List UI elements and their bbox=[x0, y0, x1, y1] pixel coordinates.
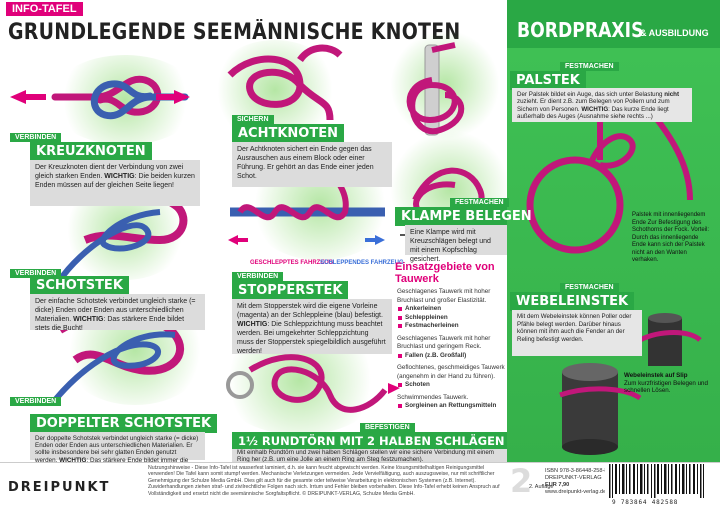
schotstek-text: Der einfache Schotstek verbindet ungleic… bbox=[30, 294, 205, 332]
barcode bbox=[605, 464, 715, 508]
einsatz-title: Einsatzgebiete von Tauwerk bbox=[395, 261, 495, 285]
schotstek-title: SCHOTSTEK bbox=[30, 276, 129, 295]
page-title: GRUNDLEGENDE SEEMÄNNISCHE KNOTEN bbox=[8, 20, 461, 45]
einsatz-group: Schwimmendes Tauwerk. Sorgleinen an Rett… bbox=[397, 394, 507, 411]
einsatz-list: Geschlagenes Tauwerk mit hoher Bruchlast… bbox=[397, 288, 507, 415]
isbn-block: ISBN 978-3-86448-258-8 DREIPUNKT-VERLAG … bbox=[545, 468, 608, 496]
schotstek-tag: VERBINDEN bbox=[10, 269, 62, 278]
price: EUR 7,90 bbox=[545, 482, 570, 488]
klampe-tag: FESTMACHEN bbox=[450, 198, 509, 207]
publisher-logo: DREIPUNKT bbox=[8, 480, 111, 495]
einsatz-item: Ankerleinen bbox=[397, 305, 507, 314]
side-subtitle: & AUSBILDUNG bbox=[640, 28, 709, 38]
palstek-text: Der Palstek bildet ein Auge, das sich un… bbox=[512, 88, 692, 122]
rundtoern-text: Mit einhalb Rundtörn und zwei halben Sch… bbox=[232, 449, 507, 463]
einsatz-item: Schleppleinen bbox=[397, 314, 507, 323]
publisher-name: DREIPUNKT-VERLAG bbox=[545, 475, 602, 481]
webeleinstek-side-note-title: Webeleinstek auf Slip bbox=[624, 372, 688, 379]
rundtoern-tag: BEFESTIGEN bbox=[360, 423, 415, 432]
einsatz-group: Geschlagenes Tauwerk mit hoher Bruchlast… bbox=[397, 335, 507, 361]
stopperstek-tag: VERBINDEN bbox=[232, 272, 284, 281]
webeleinstek-text: Mit dem Webeleinstek können Poller oder … bbox=[512, 310, 642, 356]
einsatz-group: Geflochtenes, geschmeidiges Tauwerk (ang… bbox=[397, 364, 507, 390]
einsatz-item: Sorgleinen an Rettungsmitteln bbox=[397, 402, 507, 411]
webeleinstek-side-note: Webeleinstek auf Slip Zum kurzfristigen … bbox=[624, 372, 714, 395]
isbn: ISBN 978-3-86448-258-8 bbox=[545, 468, 608, 474]
palstek-side-note: Palstek mit innenliegendem Ende Zur Befe… bbox=[632, 212, 710, 263]
einsatz-group-text: Geflochtenes, geschmeidiges Tauwerk (ang… bbox=[397, 364, 505, 380]
doppelter-text: Der doppelte Schotstek verbindet ungleic… bbox=[30, 432, 205, 471]
einsatz-item: Schoten bbox=[397, 381, 507, 390]
einsatz-group: Geschlagenes Tauwerk mit hoher Bruchlast… bbox=[397, 288, 507, 331]
palstek-title: PALSTEK bbox=[510, 71, 586, 90]
klampe-title: KLAMPE BELEGEN bbox=[395, 207, 532, 226]
webeleinstek-title: WEBELEINSTEK bbox=[510, 292, 635, 311]
stopper-left-label: GESCHLEPPTES FAHRZEUG bbox=[250, 260, 334, 266]
usage-note: Nutzungshinweise - Diese Info-Tafel ist … bbox=[148, 465, 500, 497]
palstek-tag: FESTMACHEN bbox=[560, 62, 619, 71]
stopperstek-text: Mit dem Stopperstek wird die eigene Vorl… bbox=[232, 299, 392, 355]
einsatz-group-text: Schwimmendes Tauwerk. bbox=[397, 393, 469, 401]
kreuzknoten-text: Der Kreuzknoten dient der Verbindung von… bbox=[30, 160, 200, 206]
side-header: BORDPRAXIS & AUSBILDUNG bbox=[507, 0, 720, 48]
header: INFO-TAFEL GRUNDLEGENDE SEEMÄNNISCHE KNO… bbox=[0, 0, 507, 48]
kreuzknoten-tag: VERBINDEN bbox=[10, 133, 62, 142]
einsatz-item: Festmacherleinen bbox=[397, 322, 507, 331]
achtknoten-text: Der Achtknoten sichert ein Ende gegen da… bbox=[232, 142, 392, 187]
barcode-icon bbox=[609, 464, 704, 498]
edition-number: 2 bbox=[510, 462, 533, 500]
klampe-text: Eine Klampe wird mit Kreuzschlägen beleg… bbox=[405, 225, 507, 263]
einsatz-item: Fallen (z.B. Großfall) bbox=[397, 352, 507, 361]
barcode-number: 9 783864 482588 bbox=[612, 499, 679, 506]
stopperstek-title: STOPPERSTEK bbox=[232, 281, 349, 300]
kreuzknoten-title: KREUZKNOTEN bbox=[30, 142, 152, 161]
einsatz-group-text: Geschlagenes Tauwerk mit hoher Bruchlast… bbox=[397, 288, 491, 304]
webeleinstek-side-note-text: Zum kurzfristigen Belegen und schnellen … bbox=[624, 379, 708, 395]
stopper-right-label: SCHLEPPENDES FAHRZEUG bbox=[320, 260, 404, 266]
side-title: BORDPRAXIS bbox=[517, 18, 644, 42]
achtknoten-tag: SICHERN bbox=[232, 115, 274, 124]
doppelter-title: DOPPELTER SCHOTSTEK bbox=[30, 414, 218, 433]
rundtoern-title: 1½ RUNDTÖRN MIT 2 HALBEN SCHLÄGEN bbox=[232, 432, 507, 450]
einsatz-group-text: Geschlagenes Tauwerk mit hoher Bruchlast… bbox=[397, 334, 491, 351]
edition-label: 2. Auflage bbox=[529, 484, 554, 490]
website: www.dreipunkt-verlag.de bbox=[545, 489, 607, 495]
header-tag: INFO-TAFEL bbox=[6, 2, 83, 16]
webeleinstek-tag: FESTMACHEN bbox=[560, 283, 619, 292]
footer bbox=[0, 462, 720, 510]
achtknoten-title: ACHTKNOTEN bbox=[232, 124, 344, 143]
doppelter-tag: VERBINDEN bbox=[10, 397, 62, 406]
